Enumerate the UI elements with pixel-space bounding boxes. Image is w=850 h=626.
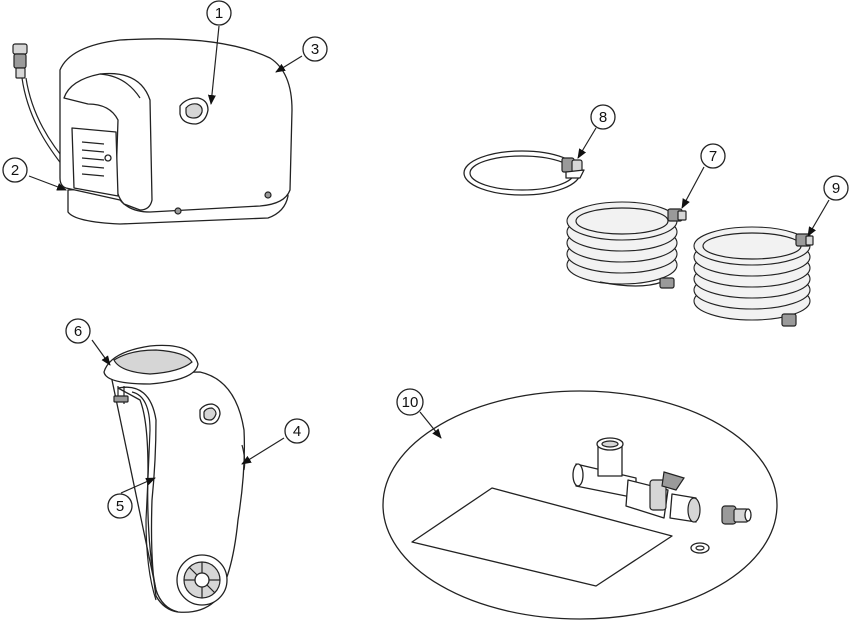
callout-7: 7	[700, 143, 726, 169]
vent-grille	[71, 127, 119, 197]
handheld-wand	[103, 344, 246, 613]
washer	[690, 542, 710, 554]
callout-10: 10	[396, 388, 424, 416]
callout-5-label: 5	[116, 498, 124, 515]
install-kit-group	[382, 390, 778, 620]
callout-6-label: 6	[74, 323, 82, 340]
callout-3-label: 3	[311, 41, 319, 58]
small-hose-ring	[463, 150, 585, 196]
callout-2-label: 2	[11, 162, 19, 179]
hose-coil-7	[566, 201, 687, 289]
callout-1: 1	[206, 0, 232, 26]
leader-lines	[28, 25, 830, 494]
callout-1-label: 1	[215, 5, 223, 22]
top-button	[179, 97, 209, 125]
callout-8: 8	[590, 104, 616, 130]
main-unit-housing	[12, 38, 293, 225]
callout-5: 5	[107, 493, 133, 519]
ring-connector	[561, 157, 585, 179]
callout-4-label: 4	[293, 423, 301, 440]
callout-10-label: 10	[402, 394, 419, 411]
install-kit-outline	[382, 390, 778, 620]
wand-button	[199, 403, 221, 425]
instruction-sheet	[411, 487, 673, 587]
callout-8-label: 8	[599, 109, 607, 126]
hose-9-fitting-top	[795, 233, 814, 247]
wand-nozzle-wheel	[176, 554, 228, 606]
wand-top-cap	[103, 344, 199, 404]
hose-7-fitting-top	[667, 208, 687, 222]
hose-7-fitting-bottom	[659, 277, 675, 289]
callout-3: 3	[302, 36, 328, 62]
hose-9-fitting-bottom	[781, 313, 797, 327]
callout-7-label: 7	[709, 148, 717, 165]
callout-4: 4	[284, 418, 310, 444]
tee-valve-fitting	[572, 437, 701, 523]
callout-9-label: 9	[832, 180, 840, 197]
callout-9: 9	[823, 175, 849, 201]
hose-coil-9	[693, 226, 814, 327]
hose-adapter	[721, 505, 752, 525]
power-plug	[12, 43, 28, 79]
callout-6: 6	[65, 318, 91, 344]
callout-2: 2	[2, 157, 28, 183]
